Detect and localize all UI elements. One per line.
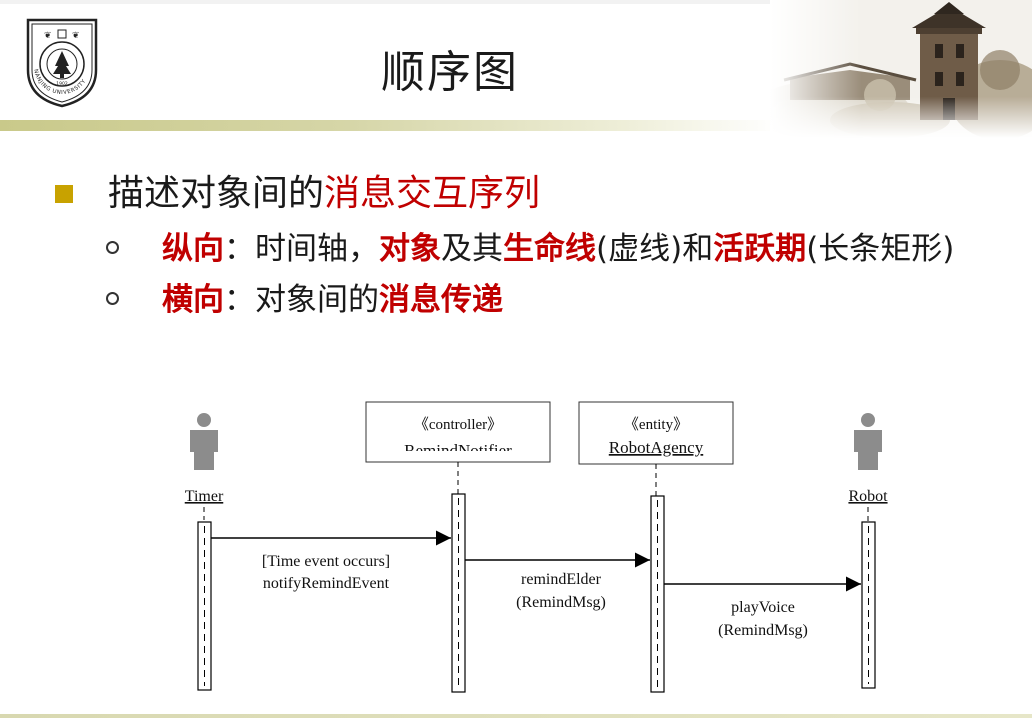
circle-bullet-icon (106, 241, 119, 254)
bullet-main-highlight: 消息交互序列 (324, 173, 541, 214)
logo-year: 1902 (56, 81, 68, 87)
term-activation: 活跃期 (713, 231, 807, 267)
message-play-param: (RemindMsg) (718, 622, 808, 639)
robot-label: Robot (848, 488, 888, 505)
slide-title: 顺序图 (381, 47, 519, 98)
text-between-objects: ：对象间的 (224, 282, 379, 318)
timer-actor-icon (190, 413, 218, 470)
bullet-vertical: 纵向：时间轴，对象及其生命线(虚线)和活跃期(长条矩形) (50, 228, 1010, 271)
term-vertical: 纵向 (162, 231, 224, 267)
robot-activation-bar (861, 521, 876, 689)
message-remind-param: (RemindMsg) (516, 594, 606, 611)
term-lifeline: 生命线 (503, 231, 596, 267)
bullet-main: 描述对象间的消息交互序列 (50, 168, 1010, 220)
timer-label: Timer (185, 488, 224, 505)
notifier-stereotype: 《controller》 (414, 416, 502, 433)
notifier-activation-bar (451, 493, 466, 693)
notifier-name: RemindNotifier (404, 441, 512, 460)
svg-text:❦: ❦ (72, 31, 80, 41)
text-rectangle: (长条矩形) (806, 231, 955, 267)
notifier-object-box (365, 401, 551, 463)
text-timeline: ：时间轴， (224, 231, 379, 267)
svg-text:❦: ❦ (44, 31, 52, 41)
text-and: 及其 (441, 231, 503, 267)
bullet-main-text-1: 描述对象间的 (108, 173, 325, 214)
term-horizontal: 横向 (162, 282, 224, 318)
agency-activation-bar (650, 495, 665, 693)
message-notify-guard: [Time event occurs] (262, 553, 390, 570)
agency-name: RobotAgency (609, 438, 704, 457)
nanjing-university-seal-icon: ❦ ❦ NANJING UNIVERSITY 1902 (26, 18, 98, 108)
message-remind-name: remindElder (521, 571, 602, 588)
agency-stereotype: 《entity》 (624, 416, 688, 433)
message-notify-name: notifyRemindEvent (263, 575, 390, 592)
sequence-diagram: Timer Robot 《controller》 RemindNotifier … (185, 401, 888, 693)
timer-activation-bar (197, 521, 212, 691)
top-rule (0, 0, 1032, 4)
bullet-list: 描述对象间的消息交互序列 纵向：时间轴，对象及其生命线(虚线)和活跃期(长条矩形… (50, 168, 1010, 322)
circle-bullet-icon (106, 292, 119, 305)
message-play-name: playVoice (731, 599, 795, 616)
bullet-horizontal: 横向：对象间的消息传递 (50, 279, 1010, 322)
bottom-bar (0, 714, 1032, 718)
term-object: 对象 (379, 231, 441, 267)
robot-actor-icon (854, 413, 882, 470)
campus-tower-photo-icon (770, 0, 1032, 138)
term-message-passing: 消息传递 (379, 282, 503, 318)
square-bullet-icon (55, 185, 73, 203)
text-dashed: (虚线)和 (596, 231, 714, 267)
header-bar (0, 120, 780, 131)
